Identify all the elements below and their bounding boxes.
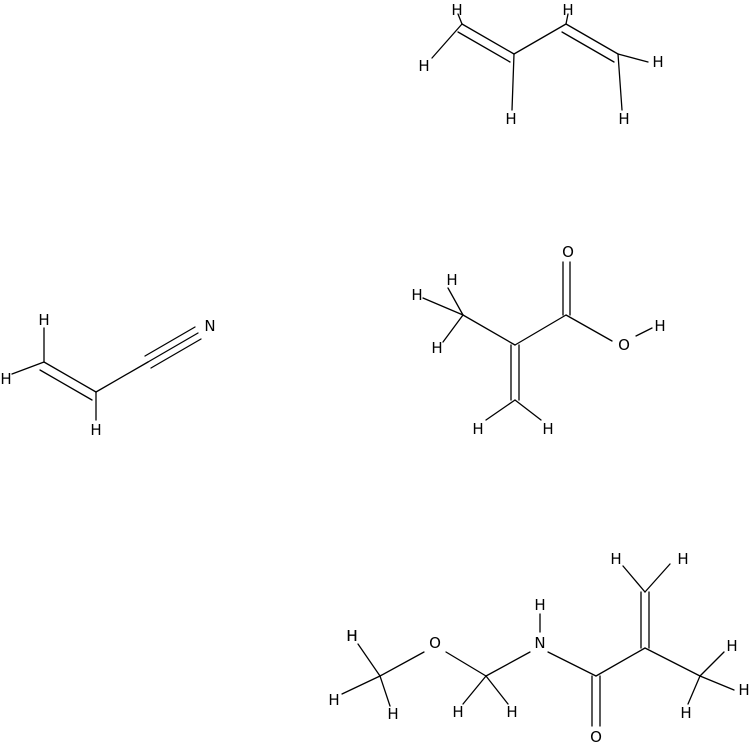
- atom-label: H: [654, 317, 665, 335]
- bonds: [431, 13, 649, 111]
- atom-label: N: [204, 317, 215, 335]
- molecule-butadiene: H H H H H H: [418, 1, 663, 128]
- atom-label: H: [346, 627, 357, 645]
- atom-label: H: [328, 691, 339, 709]
- atom-label: H: [610, 550, 621, 568]
- atom-label: O: [618, 336, 630, 354]
- molecule-methoxymethyl-methacrylamide: H N O H H H H H H H H O H H H: [328, 550, 749, 746]
- atom-label: H: [411, 286, 422, 304]
- atom-labels: H H H H H H: [418, 1, 663, 128]
- atom-label: H: [452, 703, 463, 721]
- atom-label: H: [534, 596, 545, 614]
- atom-label: H: [472, 420, 483, 438]
- atom-label: H: [446, 271, 457, 289]
- atom-label: O: [590, 728, 602, 746]
- atom-labels: O O H H H H H H: [411, 243, 665, 438]
- atom-label: H: [618, 110, 629, 128]
- atom-label: H: [738, 681, 749, 699]
- atom-label: H: [542, 420, 553, 438]
- bonds: [11, 326, 202, 421]
- molecule-acrylonitrile: N H H H: [0, 311, 215, 439]
- atom-label: H: [346, 627, 357, 645]
- atom-label: H: [387, 705, 398, 723]
- atom-label: H: [677, 550, 688, 568]
- atom-label: H: [505, 110, 516, 128]
- atom-label: N: [534, 634, 545, 652]
- atom-labels: N H H H: [0, 311, 215, 439]
- atom-label: H: [506, 703, 517, 721]
- atom-label: H: [726, 637, 737, 655]
- atom-label: H: [431, 339, 442, 357]
- bonds: [341, 563, 735, 727]
- atom-label: O: [562, 243, 574, 261]
- atom-label: O: [429, 634, 441, 652]
- molecule-methacrylic-acid: O O H H H H H H: [411, 243, 665, 438]
- atom-label: H: [38, 311, 49, 329]
- bonds: [422, 261, 653, 421]
- atom-label: H: [90, 421, 101, 439]
- atom-label: H: [451, 1, 462, 19]
- atom-label: H: [418, 57, 429, 75]
- atom-label: H: [680, 704, 691, 722]
- atom-label: H: [0, 370, 11, 388]
- atom-labels: H N O H H H H H H H H O H H H: [328, 550, 749, 746]
- atom-label: H: [562, 1, 573, 19]
- atom-label: H: [652, 53, 663, 71]
